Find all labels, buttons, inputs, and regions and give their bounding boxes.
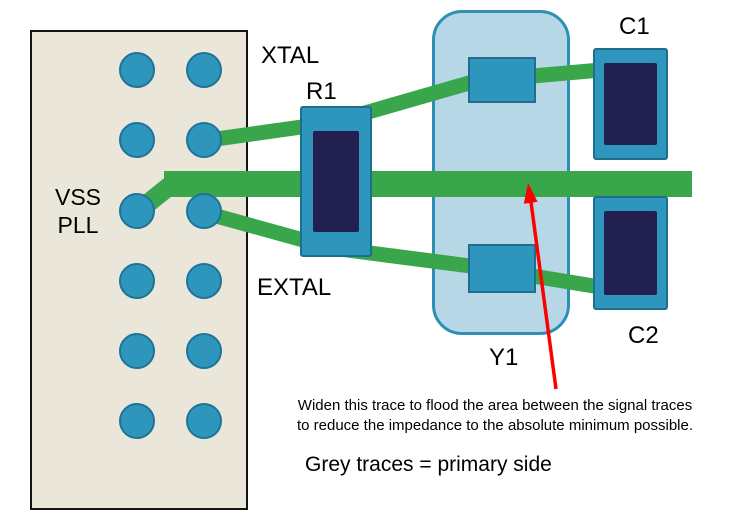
label-y1: Y1: [489, 344, 519, 371]
annotation-line2: to reduce the impedance to the absolute …: [296, 417, 694, 434]
resistor-r1-body: [313, 131, 359, 232]
label-vss-line2: PLL: [57, 212, 99, 238]
label-vss-pll: VSS PLL: [38, 183, 118, 239]
ic-pad: [119, 403, 155, 439]
ic-pad-vss-pll: [119, 193, 155, 229]
ic-pad: [186, 333, 222, 369]
crystal-pad-top: [468, 57, 536, 103]
annotation-text: Widen this trace to flood the area betwe…: [272, 396, 718, 436]
crystal-pad-bottom: [468, 244, 536, 293]
ic-pad: [119, 52, 155, 88]
ic-pad: [119, 333, 155, 369]
label-vss-line1: VSS: [54, 184, 102, 210]
ic-pad-extal: [186, 193, 222, 229]
caption-text: Grey traces = primary side: [305, 453, 552, 476]
ic-pad: [186, 263, 222, 299]
ic-pad: [186, 52, 222, 88]
ic-pad: [119, 122, 155, 158]
label-xtal: XTAL: [261, 42, 320, 69]
capacitor-c2: [593, 196, 668, 310]
ic-pad: [186, 403, 222, 439]
label-c1: C1: [619, 13, 650, 40]
label-r1: R1: [306, 78, 337, 105]
label-extal: EXTAL: [257, 274, 332, 301]
annotation-line1: Widen this trace to flood the area betwe…: [297, 397, 693, 414]
label-c2: C2: [628, 322, 659, 349]
ic-pad: [119, 263, 155, 299]
capacitor-c1: [593, 48, 668, 160]
resistor-r1: [300, 106, 372, 257]
ic-pad-xtal: [186, 122, 222, 158]
capacitor-c2-body: [604, 211, 657, 295]
capacitor-c1-body: [604, 63, 657, 145]
